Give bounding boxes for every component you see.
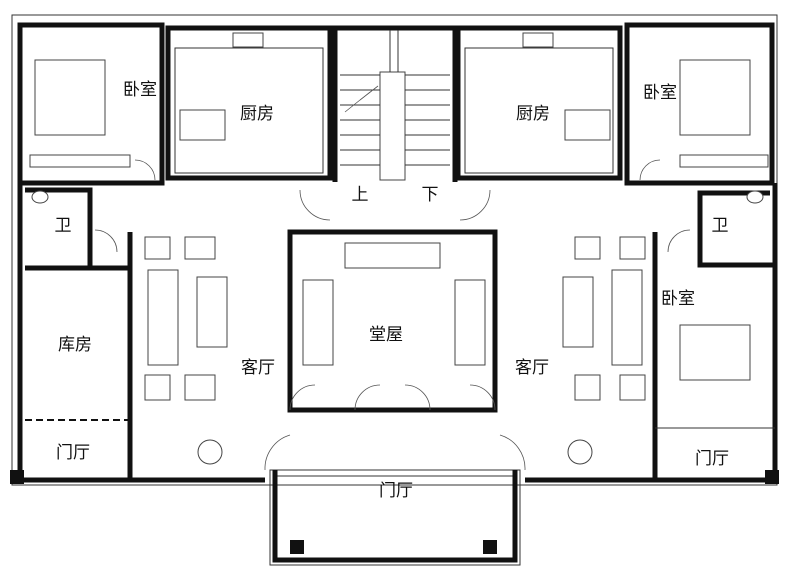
room-label-living-right: 客厅 <box>515 358 549 378</box>
room-label-foyer-right: 门厅 <box>695 449 729 469</box>
stair-up-label: 上 <box>352 185 369 205</box>
staircase[interactable] <box>340 30 450 181</box>
room-label-kitchen-left: 厨房 <box>240 104 274 124</box>
furniture <box>29 32 769 465</box>
room-label-bedroom-top-left: 卧室 <box>123 80 157 100</box>
room-label-foyer-center: 门厅 <box>379 481 413 501</box>
columns <box>10 470 779 554</box>
room-label-storage: 库房 <box>58 335 92 355</box>
room-label-bedroom-right: 卧室 <box>661 289 695 309</box>
room-label-hall: 堂屋 <box>369 325 403 345</box>
room-label-living-left: 客厅 <box>241 358 275 378</box>
doors[interactable] <box>94 159 691 471</box>
room-label-bath-right: 卫 <box>712 216 729 236</box>
stair-down-label: 下 <box>422 185 439 205</box>
room-label-foyer-left: 门厅 <box>56 443 90 463</box>
room-label-kitchen-right: 厨房 <box>516 104 550 124</box>
room-label-bedroom-top-right: 卧室 <box>643 83 677 103</box>
room-label-bath-left: 卫 <box>55 216 72 236</box>
